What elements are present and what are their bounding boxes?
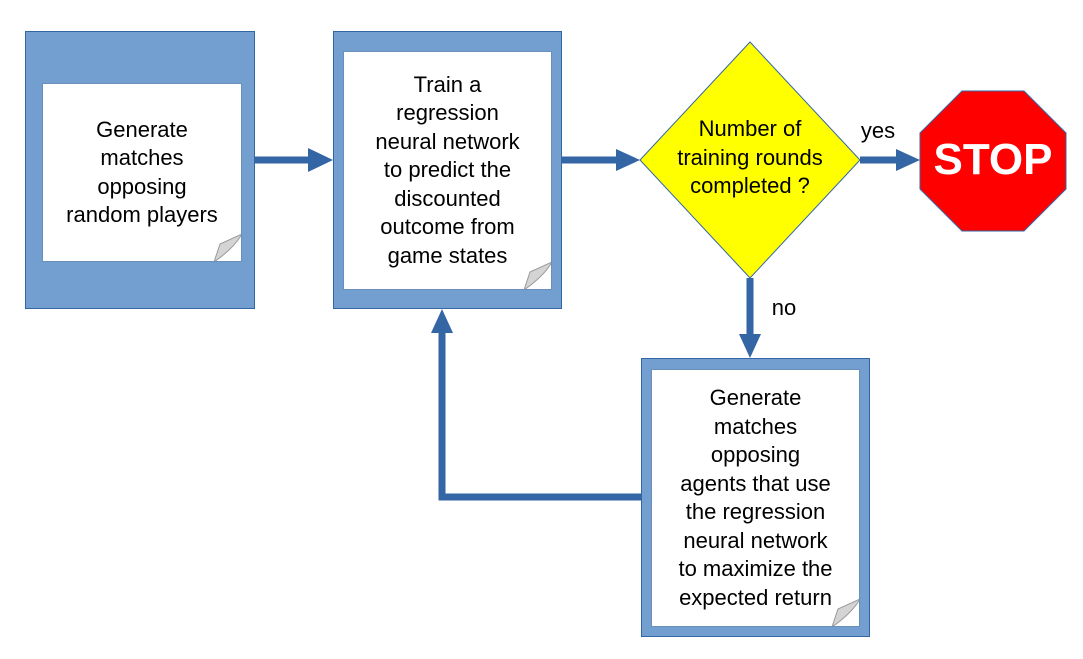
- generate-agent-matches-text: Generate matches opposing agents that us…: [678, 385, 833, 610]
- arrow-decision-to-generate-agents: [739, 278, 761, 358]
- train-network-sheet: Train a regression neural network to pre…: [343, 51, 552, 290]
- yes-label: yes: [860, 118, 896, 143]
- arrow-loop-back-to-train: [431, 309, 641, 501]
- page-curl-icon: [214, 234, 241, 261]
- generate-random-matches-sheet: Generate matches opposing random players: [42, 83, 242, 262]
- generate-random-matches-frame: Generate matches opposing random players: [25, 31, 255, 309]
- generate-agent-matches-sheet: Generate matches opposing agents that us…: [651, 369, 860, 627]
- arrow-generate-to-train: [255, 148, 333, 172]
- stop-text: STOP: [933, 135, 1053, 184]
- page-curl-icon: [832, 599, 859, 626]
- arrow-train-to-decision: [562, 149, 640, 171]
- generate-agent-matches-frame: Generate matches opposing agents that us…: [641, 358, 870, 637]
- page-curl-icon: [524, 262, 551, 289]
- arrow-decision-to-stop: [860, 149, 920, 171]
- train-network-frame: Train a regression neural network to pre…: [333, 31, 562, 309]
- decision-text: Number of training rounds completed ?: [677, 116, 823, 198]
- train-network-text: Train a regression neural network to pre…: [375, 71, 520, 268]
- generate-random-matches-text: Generate matches opposing random players: [66, 116, 218, 228]
- stop-octagon-icon: [919, 90, 1067, 232]
- no-label: no: [771, 295, 797, 320]
